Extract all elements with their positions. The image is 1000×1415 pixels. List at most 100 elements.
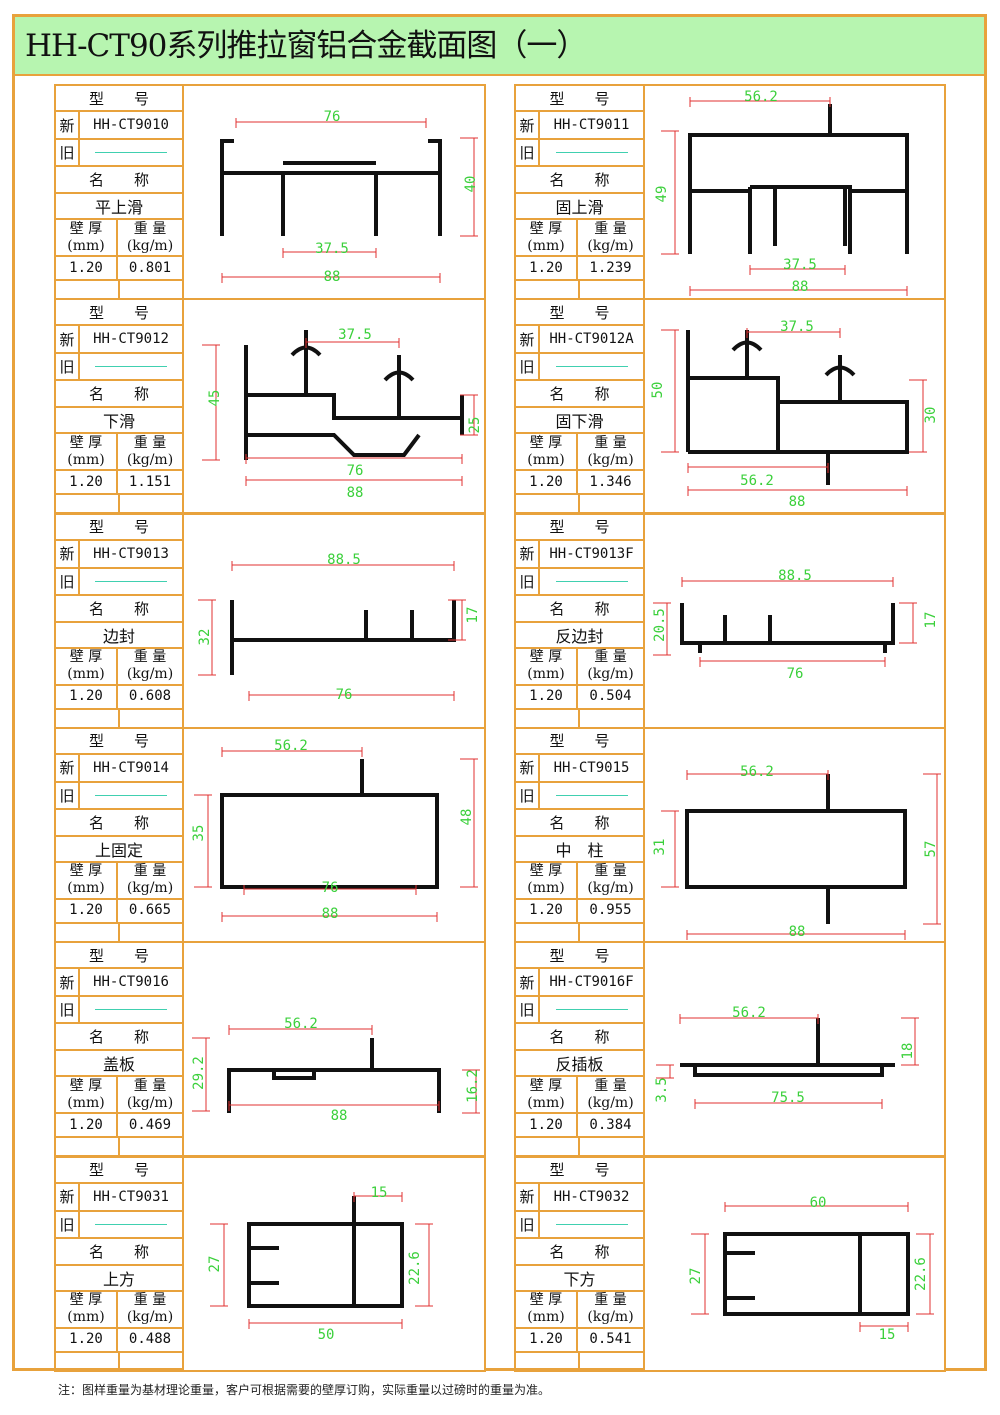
model-number: HH-CT9010 (93, 117, 169, 133)
profile-name: 固上滑 (555, 198, 604, 217)
dimension-label: 88.5 (327, 552, 361, 568)
wall-thickness: 1.20 (56, 899, 118, 922)
weight-unit: (kg/m) (587, 1094, 634, 1111)
dimension-label: 35 (191, 824, 207, 841)
profile-outline (688, 133, 909, 254)
old-model-line (95, 794, 167, 796)
new-label: 新 (516, 969, 540, 996)
old-model-line (95, 366, 167, 368)
old-label: 旧 (516, 568, 540, 594)
dimension-line (691, 1233, 709, 1314)
profile-outline (246, 433, 421, 458)
spec-row: 型 号 (516, 515, 643, 541)
dimension-line (694, 1099, 883, 1110)
dimension-label: 75.5 (771, 1090, 805, 1106)
profile-name: 上固定 (94, 840, 143, 860)
dimension-label: 18 (900, 1043, 916, 1060)
dimension-label: 56.2 (732, 1005, 766, 1021)
wall-thickness: 1.20 (516, 685, 578, 708)
spec-row-empty (516, 1138, 643, 1156)
weight-value: 0.469 (128, 1116, 172, 1133)
old-model-blank (80, 140, 182, 165)
profile-outline (685, 808, 907, 889)
spec-row: 壁 厚(mm)重 量(kg/m) (516, 1291, 643, 1329)
dimension-label: 76 (347, 463, 364, 479)
dimension-line (305, 338, 400, 349)
old-label: 旧 (56, 140, 80, 165)
weight-unit: (kg/m) (126, 237, 174, 254)
profile-outline (246, 393, 464, 436)
dimension-line (661, 329, 679, 453)
name-header: 名 称 (549, 1242, 610, 1261)
weight-label: 重 量 (133, 434, 167, 451)
dimension-line (202, 344, 220, 461)
weight-label: 重 量 (133, 1292, 167, 1308)
spec-row: 名 称 (516, 810, 643, 837)
old-model-blank (540, 997, 643, 1022)
spec-row: 名 称 (516, 1024, 643, 1052)
spec-row: 壁 厚(mm)重 量(kg/m) (516, 648, 643, 686)
dimension-line (192, 1037, 210, 1112)
old-label: 旧 (516, 997, 540, 1023)
profile-name: 上方 (102, 1269, 135, 1289)
dimension-line (282, 248, 377, 258)
wall-unit: (mm) (67, 666, 105, 683)
spec-row: 型 号 (56, 86, 182, 112)
weight-label: 重 量 (594, 220, 627, 237)
spec-row: 名 称 (516, 381, 643, 409)
name-header: 名 称 (549, 813, 610, 832)
spec-row: 旧 (56, 1211, 182, 1239)
dimension-label: 88 (789, 494, 806, 510)
model-number: HH-CT9016F (549, 974, 634, 991)
dimension-label: 60 (810, 1195, 827, 1211)
wall-unit: (mm) (527, 666, 565, 683)
dimension-line (661, 810, 679, 888)
old-label: 旧 (516, 1211, 540, 1237)
spec-row: 壁 厚(mm)重 量(kg/m) (56, 648, 182, 686)
old-model-blank (80, 783, 182, 808)
dimension-label: 32 (197, 628, 213, 645)
model-number: HH-CT9011 (553, 117, 630, 133)
dimension-label: 88 (322, 906, 339, 922)
model-number: HH-CT9032 (553, 1188, 630, 1205)
new-label: 新 (516, 540, 540, 567)
dimension-line (228, 1025, 373, 1036)
dimension-line (923, 773, 941, 925)
old-model-line (95, 580, 167, 582)
spec-row: 固上滑 (516, 194, 643, 220)
spec-row: 下方 (516, 1266, 643, 1292)
old-label: 旧 (56, 354, 80, 380)
weight-header: 重 量(kg/m) (118, 649, 182, 684)
spec-row-empty (56, 1352, 182, 1370)
empty-split (118, 1352, 120, 1370)
profile-outline (731, 340, 763, 352)
weight-unit: (kg/m) (587, 451, 634, 468)
dimension-line (687, 486, 908, 497)
weight-header: 重 量(kg/m) (578, 434, 643, 469)
new-label: 新 (516, 1183, 540, 1210)
spec-row: 壁 厚(mm)重 量(kg/m) (56, 1291, 182, 1329)
empty-split (578, 709, 580, 727)
old-label: 旧 (516, 782, 540, 808)
model-header: 型 号 (88, 303, 149, 322)
model-header: 型 号 (549, 89, 610, 108)
dimension-line (689, 97, 831, 107)
wall-label: 壁 厚 (69, 1077, 103, 1094)
spec-row: 旧 (516, 1211, 643, 1239)
